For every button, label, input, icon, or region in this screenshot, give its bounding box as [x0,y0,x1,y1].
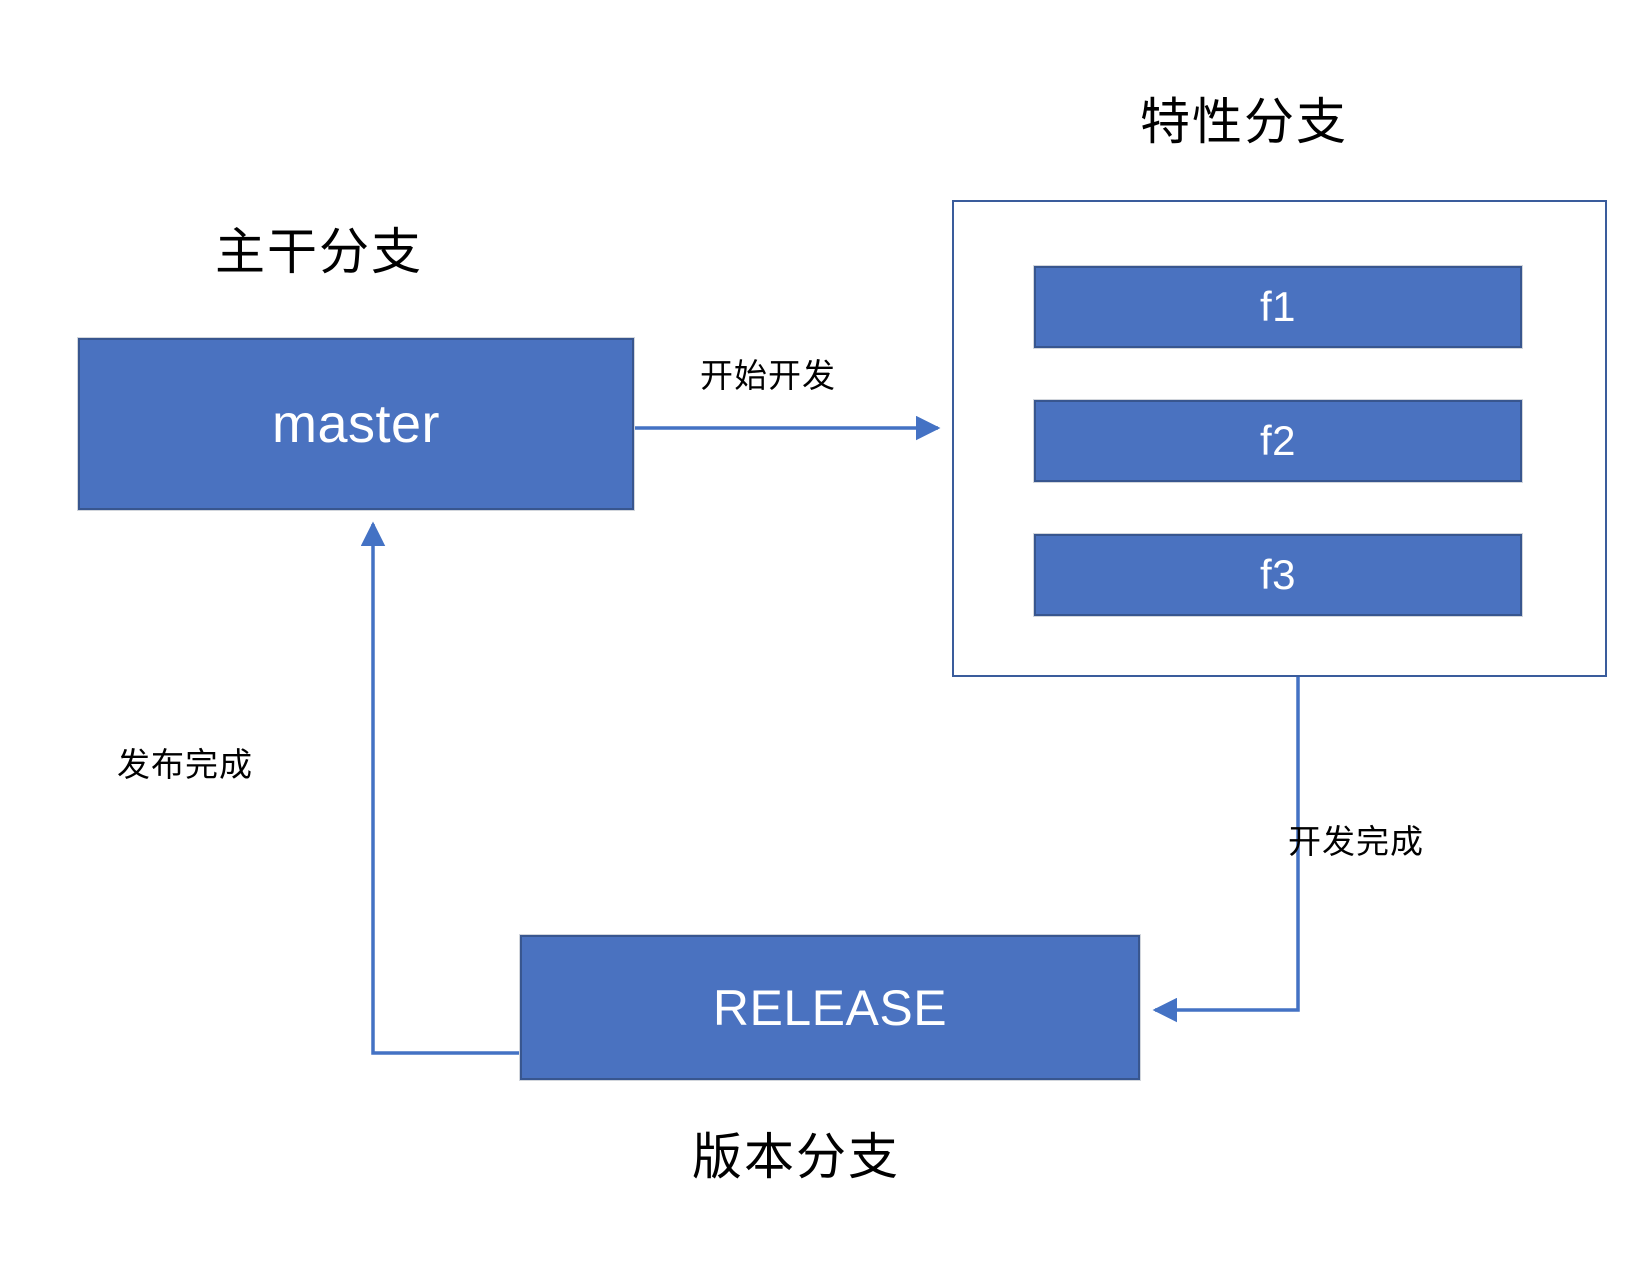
node-release[interactable]: RELEASE [520,935,1140,1080]
node-master[interactable]: master [78,338,634,510]
node-feature-f3[interactable]: f3 [1034,534,1522,616]
node-feature-f2[interactable]: f2 [1034,400,1522,482]
edge-feature-to-release [1152,677,1300,1023]
edge-label-release-complete: 发布完成 [117,746,253,783]
master-branch-title: 主干分支 [215,224,423,280]
node-feature-f1[interactable]: f1 [1034,266,1522,348]
edge-release-to-master [360,521,520,1055]
edge-label-start-development: 开始开发 [700,357,836,394]
feature-branch-title: 特性分支 [1140,94,1348,150]
release-branch-title: 版本分支 [692,1129,900,1185]
feature-branch-group [952,200,1607,677]
edge-label-development-complete: 开发完成 [1288,823,1424,860]
